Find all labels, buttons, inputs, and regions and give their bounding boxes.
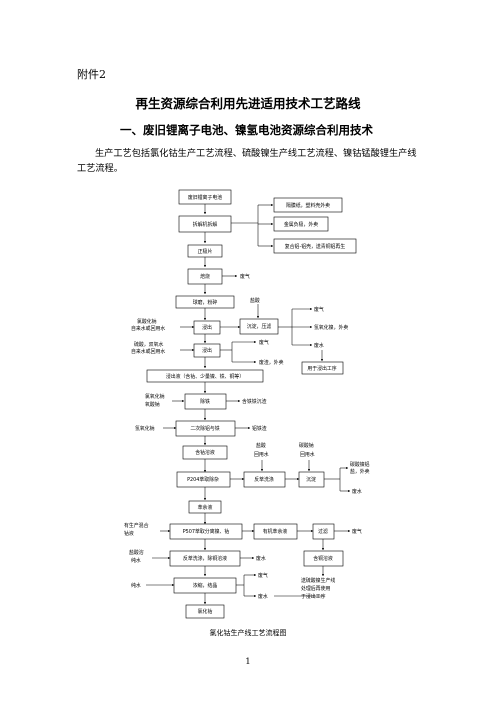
box-roasting [187, 268, 223, 285]
label-sodium-chlorate: 氯酸化钠 [137, 318, 157, 325]
label-recycled-water-3: 回用水 [254, 451, 269, 458]
attachment-label: 附件2 [77, 68, 106, 81]
label-iron-slag-2: 铝铁渣 [252, 425, 267, 432]
box-p204-label: P204萃取除杂 [187, 476, 219, 483]
label-note-2: 处理后再使用 [301, 585, 330, 592]
label-sodium-carbonate: 碳酸钠 [299, 442, 314, 449]
flowchart-caption: 氯化钴生产线工艺流程图 [209, 629, 287, 637]
label-pure-water-1: 纯水 [131, 557, 141, 564]
label-reagent-1: 有生产混合 [124, 522, 149, 529]
box-precipitation-label: 沉淀 [306, 476, 316, 483]
label-recycled-water-4: 回用水 [300, 451, 315, 458]
box-output-leach-reuse-label: 用于浸出工序 [307, 365, 336, 372]
label-note-3: 于浸出工序 [301, 593, 326, 600]
label-waste-water-1: 废水 [314, 342, 324, 349]
label-ammonia-nickel: 氢氧化镍，外卖 [314, 324, 348, 331]
box-strip-wash-1 [243, 471, 286, 488]
box-iron-removal [184, 393, 227, 410]
box-milling-label: 球磨，粉碎 [193, 299, 218, 306]
box-disassembly [178, 215, 232, 233]
box-precipitation [298, 471, 325, 488]
box-iron-removal-label: 除铁 [200, 398, 210, 405]
box-secondary-removal [175, 420, 236, 437]
label-sodium-hydroxide: 氢氧化钠 [135, 425, 155, 432]
box-concentrate-crystallize-label: 浓缩，结晶 [193, 582, 218, 589]
box-leach-2 [193, 343, 221, 358]
box-output-separator [273, 197, 343, 213]
box-cobalt-chloride [185, 604, 225, 619]
intro-paragraph: 生产工艺包括氯化钴生产工艺流程、硫酸镍生产线工艺流程、镍钴锰酸锂生产线工艺流程。 [77, 148, 417, 174]
label-oxidant-1: 氯氧化钠 [145, 393, 165, 400]
box-cobalt-solution-label: 含钴溶液 [195, 449, 215, 456]
box-leachate-label: 浸出液（含钴、少量镍、铁、铜等） [166, 373, 244, 380]
box-output-separator-label: 隔膜纸，塑料壳外卖 [286, 202, 330, 209]
box-leach-1-label: 浸出 [202, 324, 212, 331]
box-disassembly-label: 拆解机拆解 [193, 221, 218, 228]
label-waste-water-3: 废水 [256, 555, 266, 562]
label-waste-gas-1: 废气 [240, 273, 250, 280]
box-cathode-label: 正极片 [198, 248, 213, 255]
label-hydrochloric-acid-1: 盐酸 [250, 297, 260, 304]
label-waste-gas-2: 废气 [314, 306, 324, 313]
box-milling [175, 295, 235, 309]
label-slag-1: 废渣，外卖 [259, 359, 284, 366]
box-raffinate [188, 500, 222, 514]
box-cobalt-solution [182, 445, 228, 460]
box-copper-solution-label: 含铜溶液 [313, 555, 333, 562]
document-title: 再生资源综合利用先进适用技术工艺路线 [135, 96, 361, 111]
box-leach-2-label: 浸出 [202, 347, 212, 354]
box-p507-label: P507萃取分离镍、钴 [183, 528, 230, 535]
box-filter [312, 523, 335, 540]
box-strip-wash-1-label: 反萃洗涤 [254, 476, 274, 483]
box-strip-wash-2 [169, 550, 241, 567]
box-cobalt-chloride-label: 氯化钴 [198, 608, 213, 615]
box-cathode [187, 244, 223, 258]
box-p507 [169, 523, 243, 540]
page-number: 1 [245, 657, 251, 667]
label-waste-gas-3: 废气 [259, 339, 269, 346]
label-waste-gas-5: 废气 [258, 572, 268, 579]
box-waste-battery-label: 废旧锂离子电池 [188, 194, 222, 201]
label-iron-slag: 含铁铁沉渣 [242, 398, 267, 405]
box-filter-label: 过滤 [318, 528, 328, 535]
label-recycled-water-2: 自来水或回用水 [131, 348, 165, 355]
label-waste-water-2: 废水 [352, 488, 362, 495]
label-reagent-2: 钴液 [124, 530, 134, 537]
box-strip-wash-2-label: 反萃洗涤，除铜溶液 [183, 555, 227, 562]
label-hydrochloric-acid-3: 盐酸溶 [129, 549, 144, 556]
label-recycled-water-1: 自来水或回用水 [131, 325, 165, 332]
label-note-1: 送硫酸镍生产线 [301, 577, 335, 584]
box-precipitate-press-label: 沉淀，压滤 [247, 323, 272, 330]
box-leachate [146, 369, 264, 383]
box-output-aluminum-label: 复合铝-铝壳，送青铜铝再生 [285, 243, 346, 250]
label-sulfuric-acid: 硫酸，双氧水 [134, 341, 163, 348]
box-waste-battery [178, 189, 232, 205]
label-carbonate-out-2: 盐，外卖 [350, 468, 370, 475]
box-copper-solution [303, 550, 344, 567]
box-output-leach-reuse [301, 361, 344, 375]
label-oxidant-2: 氧酸钠 [145, 401, 160, 408]
box-leach-1 [193, 320, 221, 335]
box-output-anode-label: 金属负极，外卖 [284, 221, 318, 228]
label-waste-gas-4: 废气 [352, 528, 362, 535]
box-roasting-label: 焙烧 [200, 273, 210, 280]
box-secondary-removal-label: 二次除铝与铁 [190, 425, 219, 432]
box-raffinate-label: 萃余液 [198, 504, 213, 511]
label-pure-water-2: 纯水 [131, 582, 141, 589]
box-output-anode [273, 216, 329, 232]
box-organic-raffinate [253, 523, 298, 540]
flow-connectors [146, 203, 351, 605]
label-carbonate-out-1: 碳酸镍铝 [350, 461, 370, 468]
label-waste-water-4: 废水 [258, 593, 268, 600]
box-concentrate-crystallize [173, 577, 237, 594]
box-organic-raffinate-label: 有机萃余液 [263, 528, 288, 535]
section-heading: 一、废旧锂离子电池、镍氢电池资源综合利用技术 [120, 123, 373, 137]
label-hydrochloric-acid-2: 盐酸 [256, 442, 266, 449]
box-p204 [176, 471, 231, 488]
flow-labels: 废气 盐酸 氯酸化钠 自来水或回用水 硫酸，双氧水 自来水或回用水 废气 氢氧化… [124, 273, 370, 600]
box-precipitate-press [239, 318, 279, 335]
box-output-aluminum [273, 238, 357, 254]
